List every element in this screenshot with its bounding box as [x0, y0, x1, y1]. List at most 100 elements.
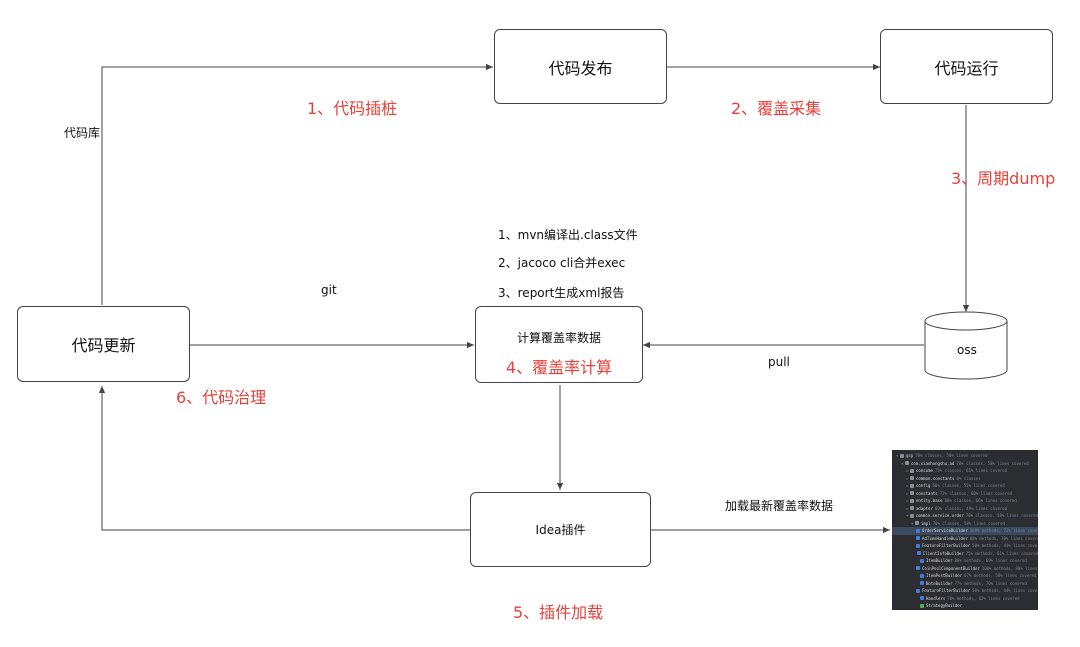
- chevron-right-icon[interactable]: ▸: [906, 468, 909, 474]
- chevron-right-icon[interactable]: ▸: [906, 483, 909, 489]
- package-icon: [910, 483, 914, 488]
- node-code-publish-label: 代码发布: [548, 58, 613, 78]
- ide-tree-item-name: adapter: [916, 505, 933, 511]
- ide-tree-item-name: entity.base: [916, 498, 943, 504]
- package-icon: [915, 521, 919, 526]
- ide-tree-item-name: constants: [916, 490, 938, 496]
- ide-tree-item-name: ItemPostBuilder: [926, 573, 963, 579]
- ide-tree-item-coverage: 77% methods, 70% lines covered: [954, 580, 1027, 586]
- ide-tree-item-name: consume: [916, 468, 933, 474]
- package-icon: [910, 468, 914, 473]
- class-icon: [920, 558, 924, 563]
- ide-tree-item-coverage: 68% classes, 55% lines covered: [932, 483, 1005, 489]
- ide-tree-item-coverage: 70% classes, 58% lines covered: [915, 453, 988, 459]
- edge-label-load-latest: 加载最新覆盖率数据: [725, 499, 834, 513]
- ide-tree-row[interactable]: StrategyBuilder: [892, 602, 1038, 610]
- package-icon: [910, 476, 914, 481]
- ide-tree-item-coverage: 67% methods, 58% lines covered: [964, 573, 1037, 579]
- node-calc-coverage-label: 计算覆盖率数据: [516, 331, 601, 345]
- ide-tree-item-coverage: 70% classes, 58% lines covered: [956, 460, 1029, 466]
- ide-tree-item-name: ItemBuilder: [926, 558, 953, 564]
- package-icon: [900, 453, 904, 458]
- ide-tree-item-coverage: 60% classes, 49% lines covered: [934, 505, 1008, 511]
- ide-tree-item-name: FeatureFilterBuilder: [922, 588, 971, 594]
- edge-update-to-publish: [101, 63, 493, 305]
- ide-tree-item-name: CoinPoolComponentBuilder: [922, 565, 980, 571]
- node-code-run-label: 代码运行: [934, 58, 999, 78]
- node-code-publish: 代码发布: [494, 29, 667, 104]
- ide-tree-item-name: config: [916, 483, 931, 489]
- package-icon: [910, 491, 914, 496]
- node-calc-coverage: 计算覆盖率数据 4、覆盖率计算: [475, 306, 643, 383]
- node-idea-plugin-label: Idea插件: [535, 523, 586, 537]
- ide-tree-item-name: gsp: [906, 453, 914, 459]
- class-icon: [920, 603, 924, 608]
- ide-tree-item-coverage: 80% methods, 69% lines covered: [954, 558, 1027, 564]
- ide-tree-item-coverage: 100% methods, 72% lines covered: [969, 528, 1038, 534]
- ide-tree-item-name: common.constants: [916, 475, 955, 481]
- chevron-down-icon[interactable]: ▾: [911, 520, 914, 526]
- ide-tree-item-name: AdTimeHandleBuilder: [922, 535, 968, 541]
- ide-tree-item-coverage: 75% methods, 61% lines covered: [965, 550, 1038, 556]
- edge-plugin-to-update: [98, 386, 470, 531]
- edge-label-pull: pull: [768, 355, 790, 369]
- chevron-down-icon[interactable]: ▾: [896, 453, 899, 459]
- node-code-run: 代码运行: [880, 29, 1053, 104]
- chevron-right-icon[interactable]: ▸: [906, 498, 909, 504]
- ide-tree-item-coverage: 100% methods, 90% lines covered: [981, 565, 1038, 571]
- calc-step-2: 2、jacoco cli合并exec: [498, 256, 626, 270]
- chevron-down-icon[interactable]: ▾: [906, 513, 909, 519]
- calc-step-3: 3、report生成xml报告: [498, 286, 625, 300]
- ide-tree-item-coverage: 70% methods, 62% lines covered: [947, 595, 1020, 601]
- step-4-label: 4、覆盖率计算: [505, 358, 613, 377]
- step-3-label: 3、周期dump: [951, 169, 1056, 188]
- chevron-right-icon[interactable]: ▸: [906, 475, 909, 481]
- node-code-update: 代码更新: [17, 306, 190, 382]
- node-oss-label: oss: [957, 343, 977, 357]
- ide-tree-item-name: Handlers: [926, 595, 946, 601]
- ide-tree-item-coverage: 70% classes, 58% lines covered: [965, 513, 1038, 519]
- package-icon: [905, 461, 909, 466]
- ide-tree-item-coverage: 50% methods, 44% lines covered: [972, 543, 1038, 549]
- ide-tree-item-coverage: 72% classes, 60% lines covered: [939, 490, 1012, 496]
- ide-tree-item-coverage: 0% classes: [956, 475, 981, 481]
- ide-tree-item-coverage: 70% classes, 58% lines covered: [932, 520, 1005, 526]
- ide-tree-item-name: ClientInfoBuilder: [922, 550, 964, 556]
- class-icon: [920, 581, 924, 586]
- ide-tree-item-name: common.service.order: [915, 513, 964, 519]
- ide-tree-row[interactable]: StrategyBuilderFactory88% methods, 79% l…: [892, 610, 1038, 611]
- ide-tree-item-name: impl: [921, 520, 931, 526]
- chevron-right-icon[interactable]: ▸: [906, 490, 909, 496]
- chevron-down-icon[interactable]: ▾: [901, 460, 904, 466]
- package-icon: [910, 506, 914, 511]
- ide-tree-item-coverage: 75% classes, 61% lines covered: [934, 468, 1008, 474]
- ide-tree-item-name: StrategyBuilder: [926, 603, 963, 609]
- node-idea-plugin: Idea插件: [470, 492, 651, 567]
- chevron-right-icon[interactable]: ▸: [906, 505, 909, 511]
- step-5-label: 5、插件加载: [513, 603, 604, 622]
- edge-label-repo: 代码库: [64, 126, 101, 140]
- class-icon: [920, 573, 924, 578]
